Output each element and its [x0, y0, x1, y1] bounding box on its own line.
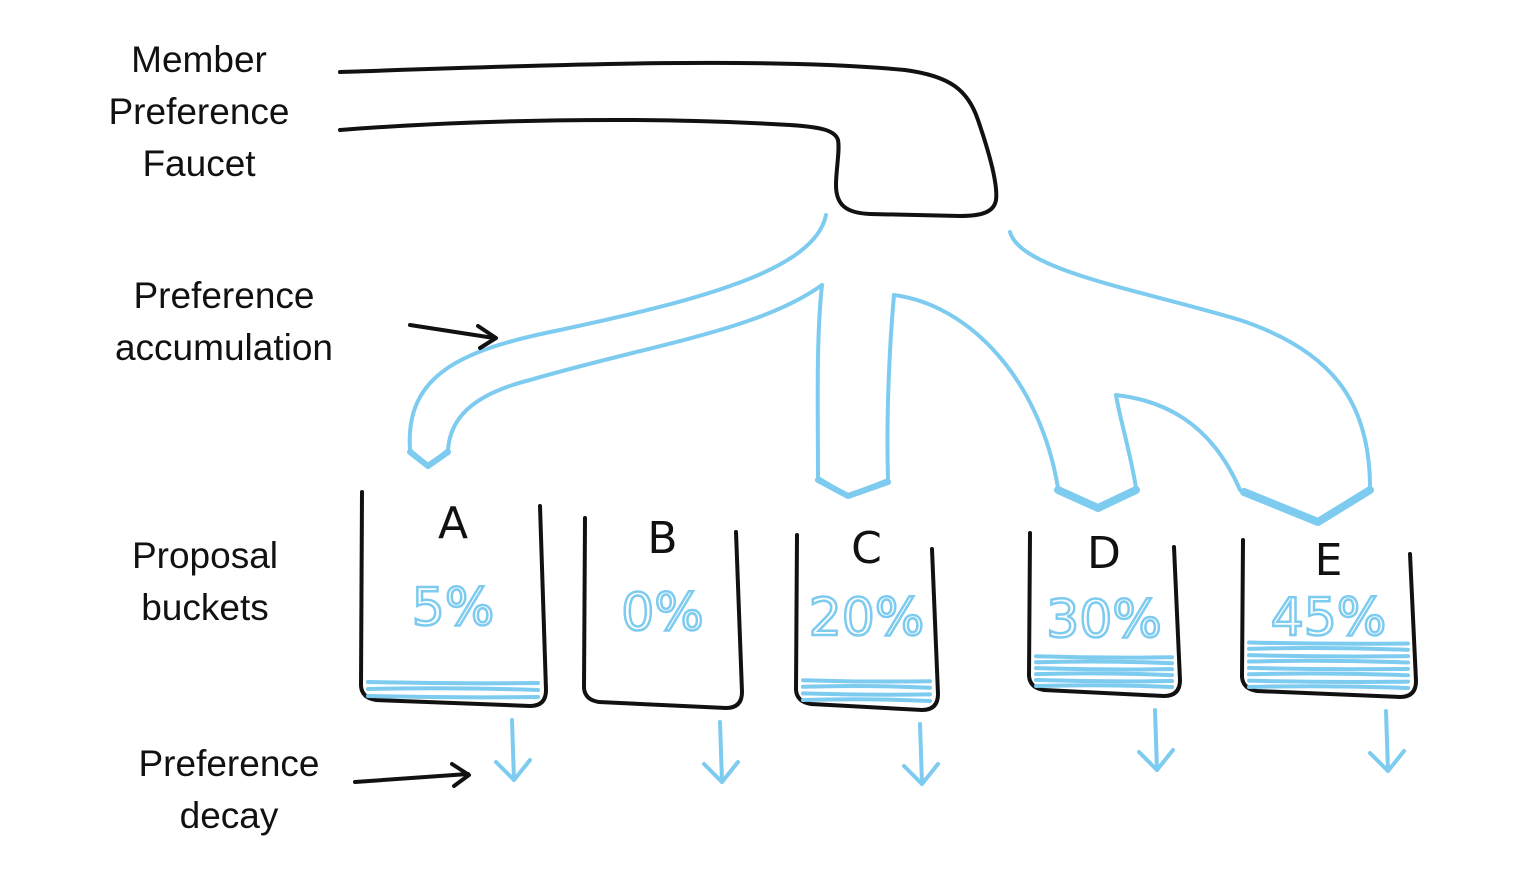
stream-to-d	[892, 293, 1242, 512]
bucket-c: C 20%	[794, 523, 940, 786]
decay-label-line-2: decay	[179, 795, 279, 836]
decay-arrow	[494, 718, 532, 782]
bucket-e: E45%	[1240, 535, 1418, 773]
decay-pointer-arrow	[353, 762, 471, 788]
bucket-outline	[359, 490, 548, 708]
accumulation-label-line-1: Preference	[133, 275, 315, 316]
bucket-b: B 0%	[582, 513, 744, 784]
decay-label-line-1: Preference	[138, 743, 320, 784]
proposal-buckets: A 5% B 0% C 20% D 30% E45%	[359, 490, 1418, 786]
bucket-percent: 5%	[412, 578, 495, 638]
stream-to-a	[407, 213, 828, 468]
stream-c-pour	[815, 477, 891, 499]
bucket-percent: 45%	[1271, 588, 1387, 648]
bucket-water-fill	[1247, 640, 1410, 690]
bucket-letter: D	[1087, 528, 1121, 579]
decay-arrow	[1368, 709, 1406, 773]
stream-e-pour	[1240, 486, 1374, 526]
bucket-d: D 30%	[1027, 528, 1182, 772]
faucet-label-line-1: Member	[131, 39, 267, 80]
bucket-outline	[1027, 531, 1182, 698]
buckets-label-line-2: buckets	[141, 587, 269, 628]
bucket-a: A 5%	[359, 490, 548, 782]
accumulation-label-line-2: accumulation	[114, 327, 333, 368]
bucket-percent: 20%	[809, 588, 925, 648]
bucket-outline	[582, 516, 744, 710]
bucket-water-fill	[1034, 654, 1174, 689]
bucket-percent: 0%	[621, 583, 704, 643]
bucket-percent: 30%	[1046, 590, 1162, 650]
buckets-label-line-1: Proposal	[131, 535, 279, 576]
stream-to-c	[815, 283, 896, 498]
accumulation-arrow	[408, 323, 498, 350]
water-streams	[407, 213, 1374, 526]
bucket-water-fill	[366, 680, 540, 700]
stream-to-e	[1008, 230, 1372, 522]
faucet-top-edge	[338, 60, 999, 218]
decay-arrow	[1137, 708, 1175, 772]
faucet-label-line-2: Preference	[108, 91, 290, 132]
decay-label: Preference decay	[128, 738, 330, 842]
bucket-letter: B	[647, 513, 677, 564]
bucket-outline	[794, 533, 940, 712]
bucket-letter: C	[851, 523, 882, 574]
stream-a-pour	[407, 449, 451, 469]
buckets-label: Proposal buckets	[110, 530, 300, 634]
faucet-label: Member Preference Faucet	[98, 34, 300, 190]
faucet	[338, 60, 999, 218]
bucket-outline	[1240, 538, 1418, 699]
bucket-letter: A	[438, 498, 468, 549]
faucet-label-line-3: Faucet	[142, 143, 256, 184]
decay-arrow	[702, 720, 740, 784]
bucket-water-fill	[801, 678, 932, 703]
bucket-letter: E	[1315, 535, 1343, 586]
decay-arrow	[902, 722, 940, 786]
stream-d-pour	[1054, 486, 1140, 512]
accumulation-label: Preference accumulation	[98, 270, 350, 374]
